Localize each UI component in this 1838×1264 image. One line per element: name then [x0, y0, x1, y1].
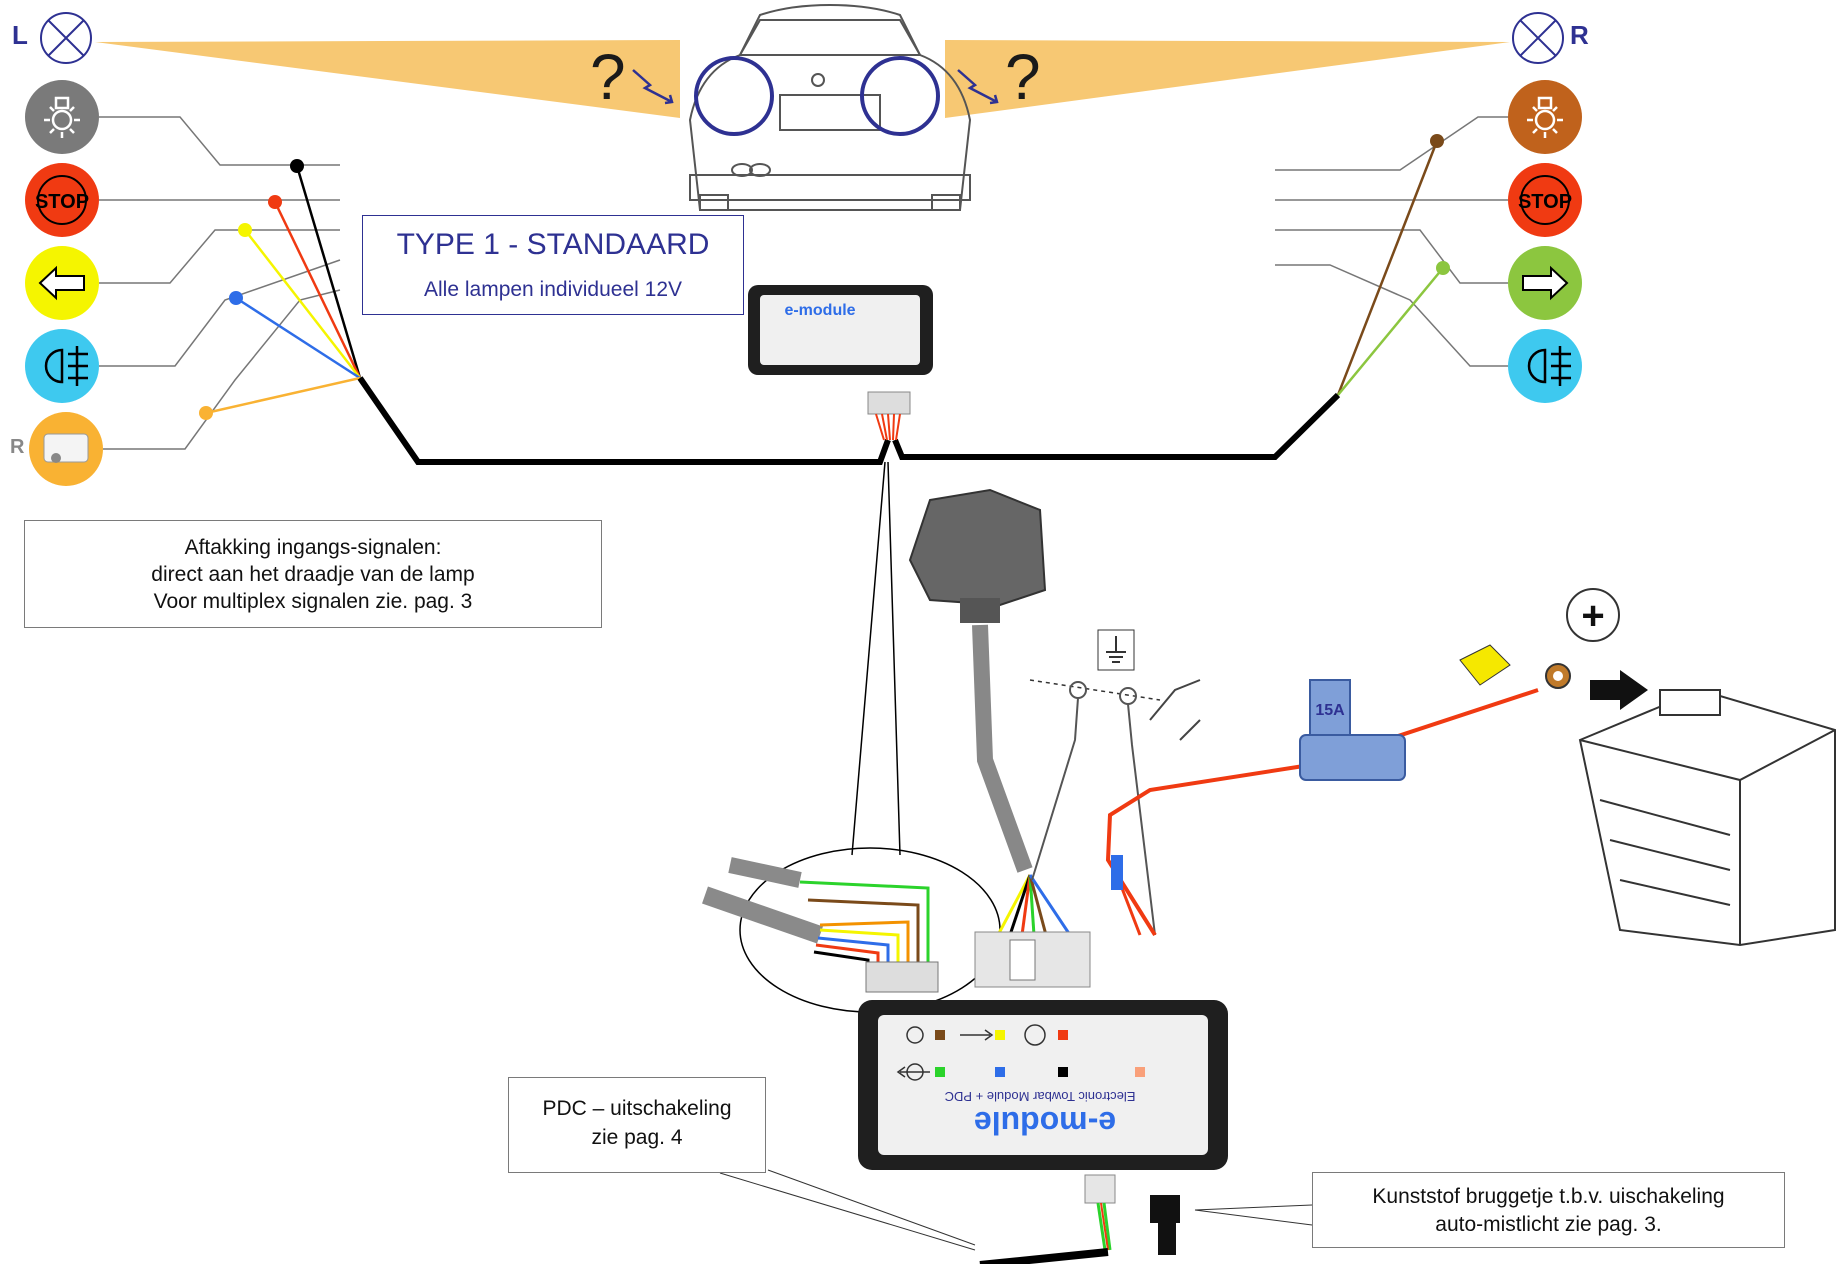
right-fog-lamp-icon: [1508, 329, 1582, 403]
left-stop-lamp-icon: STOP: [25, 163, 99, 237]
fuse-holder: 15A: [1299, 679, 1406, 781]
right-indicator-lamp-icon: [1508, 246, 1582, 320]
towbar-socket: [908, 488, 1047, 623]
battery-ring-terminal: [1545, 663, 1571, 689]
arrow-to-battery: [1590, 670, 1648, 710]
pdc-connector: [1084, 1174, 1116, 1251]
sheath-lower: [702, 886, 823, 944]
reverse-side-label: R: [10, 436, 25, 458]
right-flash-arrow: [957, 69, 999, 105]
left-indicator-lamp-icon: [25, 246, 99, 320]
zoom-connector: [865, 961, 939, 993]
module-small: e-module: [748, 285, 933, 375]
right-stop-lamp-icon: STOP: [1508, 163, 1582, 237]
sheath-upper: [728, 857, 802, 888]
earth-terminals: [1031, 679, 1201, 936]
bridge-note-line-2: auto-mistlicht zie pag. 3.: [1435, 1213, 1662, 1236]
left-stop-label: STOP: [35, 191, 89, 213]
module-small-connector: [867, 391, 911, 441]
plus-symbol: [1566, 588, 1620, 642]
wire-sleeve: [1111, 855, 1123, 890]
fuse-rating: 15A: [1315, 702, 1345, 719]
right-question-mark: ?: [1005, 41, 1041, 113]
type-subtitle: Alle lampen individueel 12V: [424, 278, 682, 301]
type-title-box: TYPE 1 - STANDAARD Alle lampen individue…: [362, 215, 744, 315]
pdc-wire: [979, 1248, 1109, 1264]
input-signals-line-2: direct aan het draadje van de lamp: [151, 563, 475, 586]
socket-cable: [972, 624, 1033, 873]
bridge-callout: [1194, 1204, 1313, 1226]
pdc-note: PDC – uitschakeling zie pag. 4: [508, 1077, 766, 1173]
left-flash-arrow: [632, 69, 674, 105]
bridge-note: Kunststof bruggetje t.b.v. uischakeling …: [1312, 1172, 1785, 1248]
right-bulb-symbol: [1512, 12, 1564, 64]
plastic-bridge: [1150, 1195, 1180, 1255]
scotchlok-connector: [1459, 644, 1511, 686]
earth-dotted-line: [1029, 679, 1161, 701]
right-lamp-highlight: [860, 56, 940, 136]
pdc-callout: [719, 1169, 976, 1251]
module-main: Electronic Towbar Module + PDC e-module: [858, 1000, 1228, 1170]
car-rear-outline: [688, 3, 972, 211]
pdc-note-line-1: PDC – uitschakeling: [542, 1097, 732, 1120]
module-main-brand: e-module: [974, 1105, 1116, 1141]
input-signals-line-1: Aftakking ingangs-signalen:: [184, 536, 442, 559]
left-lamp-highlight: [694, 56, 774, 136]
pdc-note-line-2: zie pag. 4: [591, 1126, 683, 1149]
left-reverse-lamp-icon: [29, 412, 103, 486]
socket-cable-wires: [996, 874, 1072, 936]
right-side-label: R: [1570, 20, 1589, 50]
bridge-note-line-1: Kunststof bruggetje t.b.v. uischakeling: [1372, 1185, 1725, 1208]
main-harness-left: [357, 376, 891, 465]
battery-plus-label: +: [1581, 594, 1604, 638]
zoom-wire-bundle: [799, 880, 930, 968]
type-title: TYPE 1 - STANDAARD: [396, 228, 710, 261]
input-signals-line-3: Voor multiplex signalen zie. pag. 3: [153, 590, 473, 613]
module-small-brand: e-module: [784, 302, 855, 319]
left-question-mark: ?: [590, 41, 626, 113]
main-harness-right: [892, 392, 1341, 460]
left-tail-lamp-icon: [25, 80, 99, 154]
module-main-subtitle: Electronic Towbar Module + PDC: [945, 1089, 1136, 1104]
right-stop-label: STOP: [1518, 191, 1572, 213]
left-signal-wires: [205, 165, 362, 415]
battery-sketch: [1578, 688, 1836, 947]
left-side-label: L: [12, 20, 28, 50]
left-fog-lamp-icon: [25, 329, 99, 403]
input-signals-note: Aftakking ingangs-signalen: direct aan h…: [24, 520, 602, 628]
left-light-beam: [95, 40, 680, 118]
zoom-callout-lines: [851, 461, 901, 856]
right-light-beam: [945, 40, 1510, 118]
left-tap-points: [199, 159, 304, 420]
left-bulb-symbol: [40, 12, 92, 64]
earth-symbol: [1097, 629, 1135, 671]
right-tap-points: [1430, 134, 1450, 275]
right-signal-wires: [1336, 140, 1444, 396]
right-tail-lamp-icon: [1508, 80, 1582, 154]
output-connector: [974, 931, 1091, 988]
